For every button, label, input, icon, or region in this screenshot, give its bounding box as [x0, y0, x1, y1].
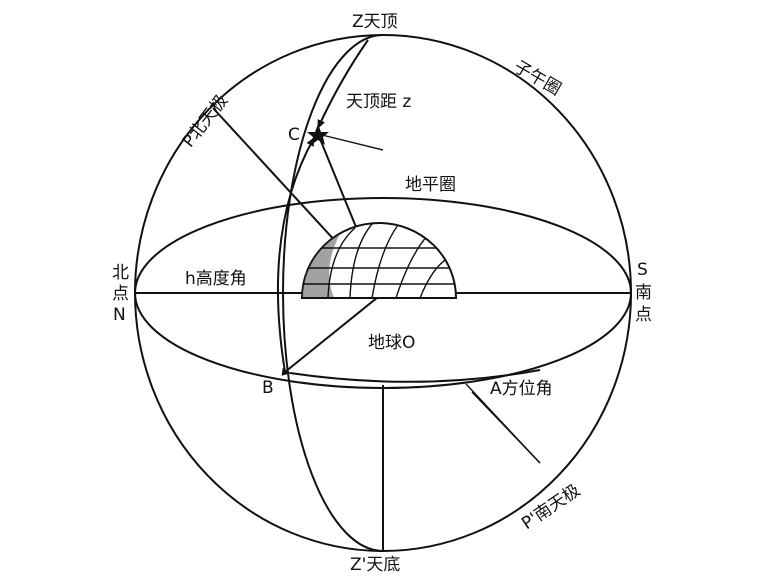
star-label: C — [288, 125, 300, 145]
line-o-to-b — [284, 292, 384, 373]
nadir-label: Z'天底 — [350, 555, 400, 575]
north-point-label-1: 北 — [112, 263, 129, 283]
earth-label: 地球O — [368, 333, 415, 353]
south-point-label-3: 点 — [635, 305, 652, 325]
point-b-label: B — [262, 378, 274, 398]
zenith-distance-arc — [317, 39, 369, 129]
south-point-label-2: 南 — [635, 283, 652, 303]
zenith-distance-label: 天顶距 z — [346, 92, 411, 112]
altitude-angle-label: h高度角 — [185, 269, 247, 289]
vertical-circle — [282, 34, 384, 552]
altitude-arc — [276, 137, 315, 373]
north-point-label-2: 点 — [112, 284, 129, 304]
horizon-circle-label: 地平圈 — [405, 175, 456, 195]
azimuth-arc — [281, 367, 541, 383]
star-ray — [317, 133, 384, 151]
north-point-label-3: N — [113, 305, 126, 325]
zenith-label: Z天顶 — [352, 12, 398, 32]
polar-axis-lower-2 — [471, 391, 541, 464]
south-point-label-1: S — [637, 260, 648, 280]
star-icon — [307, 124, 329, 145]
earth-globe — [300, 222, 458, 299]
meridian-label: 子午圈 — [510, 57, 564, 100]
south-pole-label: P'南天极 — [518, 481, 584, 534]
azimuth-label: A方位角 — [490, 379, 553, 399]
